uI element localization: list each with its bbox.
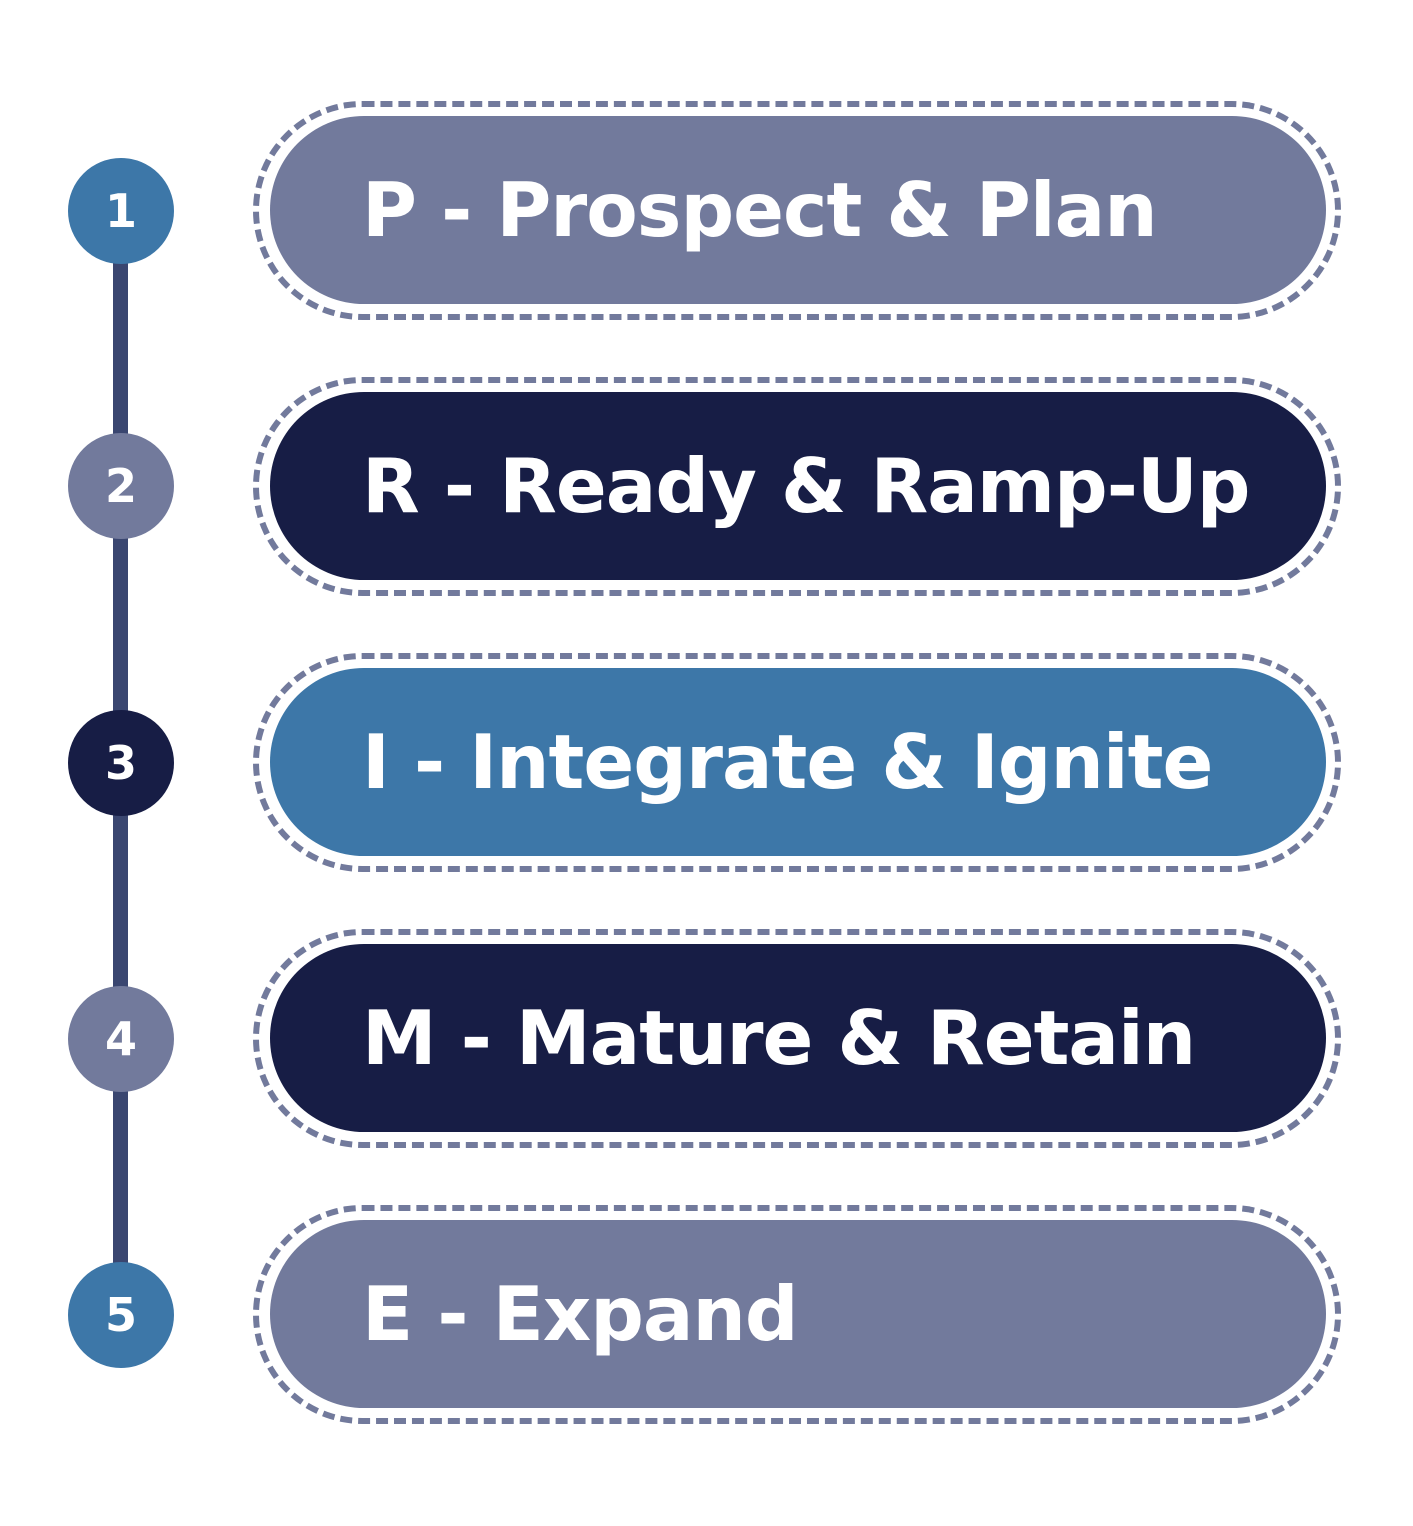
step-dashed-outline-3 — [253, 653, 1341, 872]
step-number-circle-1: 1 — [68, 158, 174, 264]
step-label-3: I - Integrate & Ignite — [362, 718, 1213, 806]
step-label-5: E - Expand — [362, 1270, 799, 1358]
step-dashed-outline-4 — [253, 929, 1341, 1148]
step-pill-5: E - Expand — [270, 1220, 1326, 1408]
step-pill-1: P - Prospect & Plan — [270, 116, 1326, 304]
step-pill-3: I - Integrate & Ignite — [270, 668, 1326, 856]
step-pill-2: R - Ready & Ramp-Up — [270, 392, 1326, 580]
step-dashed-outline-2 — [253, 377, 1341, 596]
step-label-2: R - Ready & Ramp-Up — [362, 442, 1250, 530]
step-pill-4: M - Mature & Retain — [270, 944, 1326, 1132]
step-label-4: M - Mature & Retain — [362, 994, 1196, 1082]
step-number-circle-4: 4 — [68, 986, 174, 1092]
step-number-circle-2: 2 — [68, 433, 174, 539]
step-number-circle-5: 5 — [68, 1262, 174, 1368]
step-dashed-outline-5 — [253, 1205, 1341, 1424]
step-number-circle-3: 3 — [68, 710, 174, 816]
step-dashed-outline-1 — [253, 101, 1341, 320]
step-label-1: P - Prospect & Plan — [362, 166, 1158, 254]
